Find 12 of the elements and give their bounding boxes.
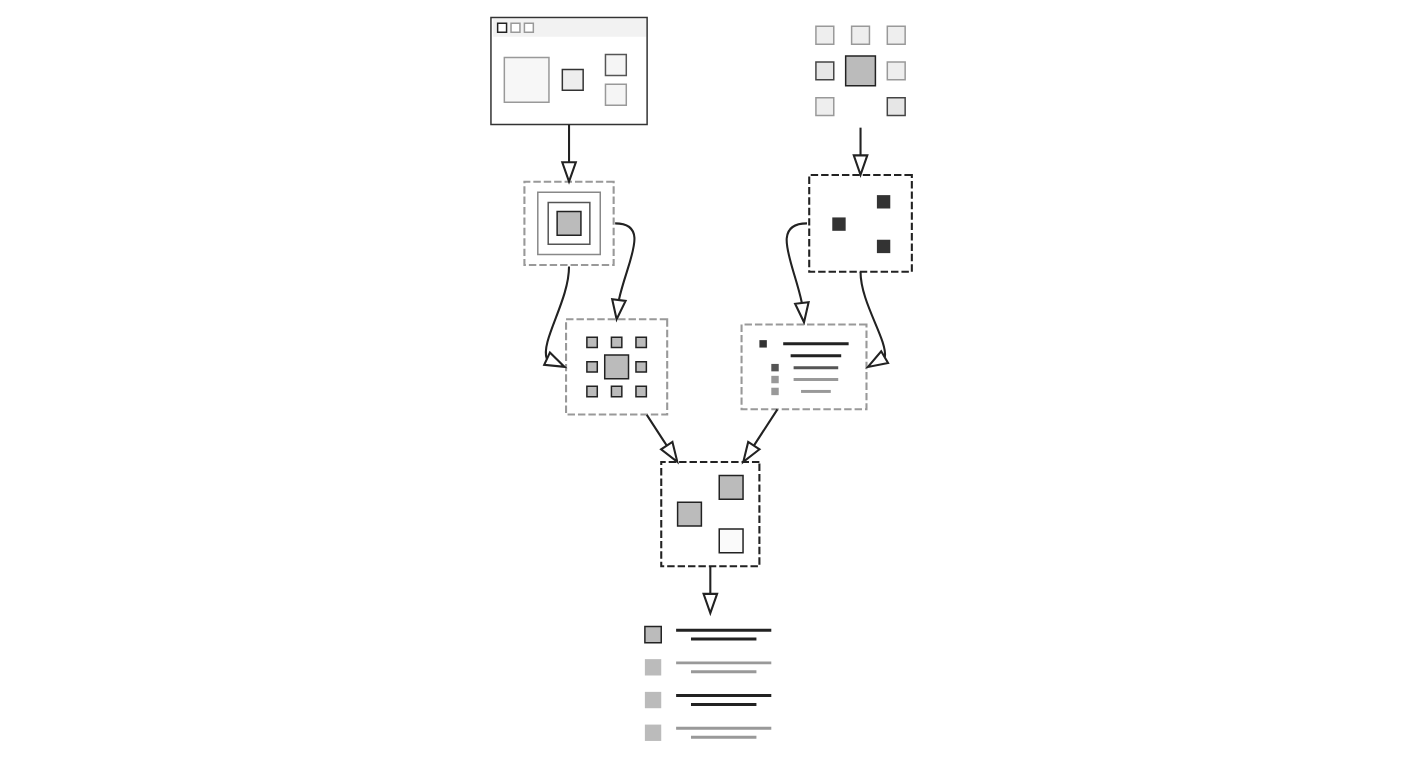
node-picture [523,180,615,267]
arrow [741,408,779,465]
node-picture [660,461,761,568]
arrow [702,566,719,617]
node-picture [808,174,913,273]
arrow [859,271,890,369]
arrow [645,414,679,465]
node-picture [565,318,669,416]
arrow [560,124,578,185]
node-picture [740,323,868,411]
arrow [852,127,869,178]
arrow [542,266,571,369]
